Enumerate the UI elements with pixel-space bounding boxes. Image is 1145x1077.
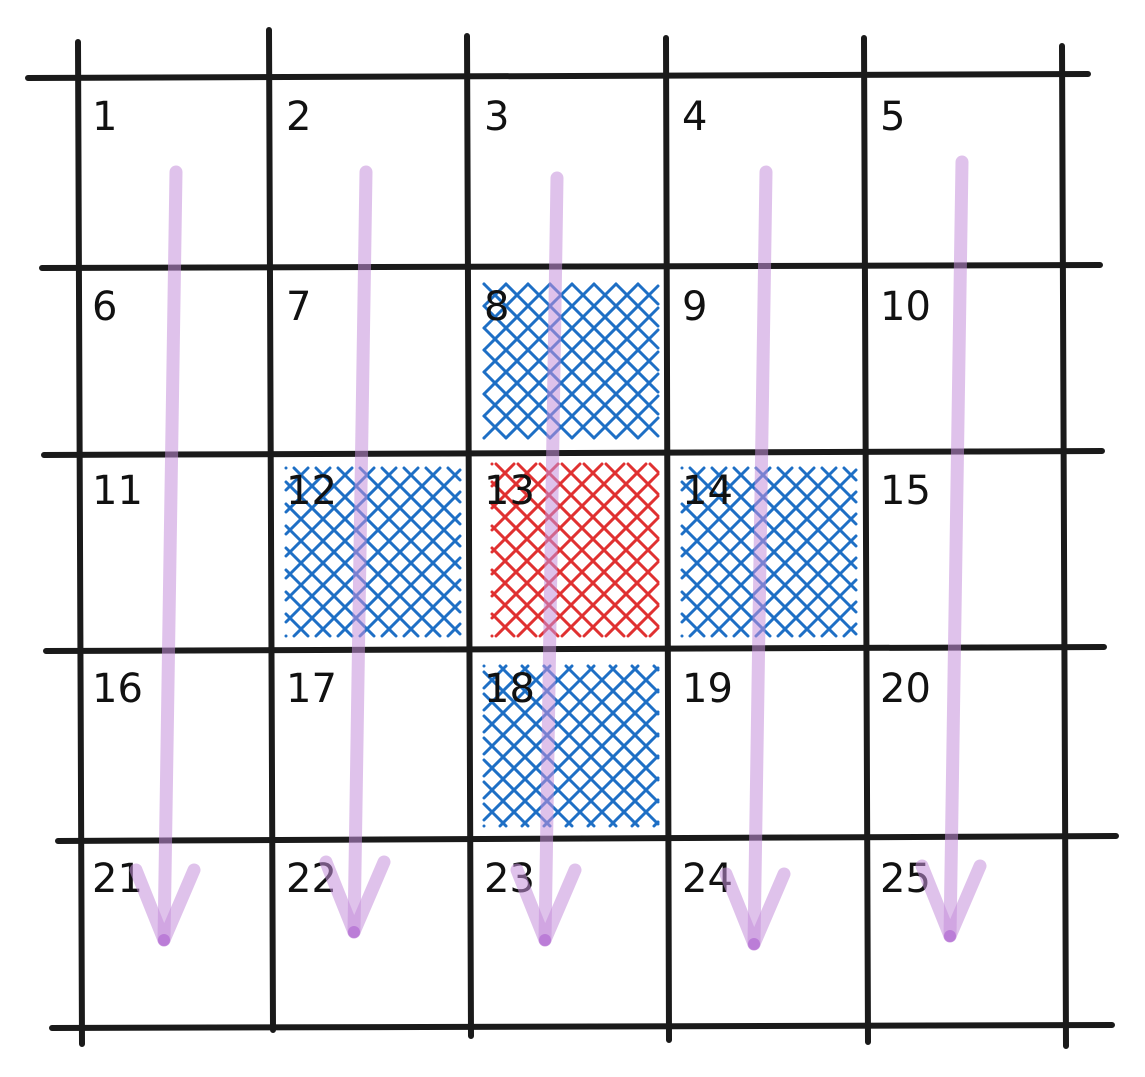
- cell-label-4: 4: [682, 94, 707, 140]
- hatched-cell-12: [284, 466, 462, 638]
- grid-row-line-3: [43, 644, 1107, 654]
- cell-label-5: 5: [880, 94, 905, 140]
- cell-label-9: 9: [682, 284, 707, 330]
- cell-label-16: 16: [92, 666, 143, 712]
- grid-col-line-5: [1059, 43, 1069, 1049]
- cell-label-6: 6: [92, 284, 117, 330]
- grid-lines: [25, 27, 1119, 1049]
- grid-row-line-5: [49, 1022, 1115, 1031]
- cell-label-12: 12: [286, 468, 337, 514]
- cell-label-8: 8: [484, 284, 509, 330]
- cell-label-11: 11: [92, 468, 143, 514]
- down-arrow-1: [129, 165, 201, 947]
- cell-label-1: 1: [92, 94, 117, 140]
- column-arrows: [129, 155, 987, 951]
- grid-row-line-1: [39, 262, 1103, 271]
- cell-label-20: 20: [880, 666, 931, 712]
- hatched-cell-13: [490, 462, 660, 638]
- down-arrow-3: [510, 171, 582, 947]
- cell-label-14: 14: [682, 468, 733, 514]
- down-arrow-4: [719, 165, 791, 951]
- hatched-cell-18: [482, 664, 660, 828]
- cell-label-7: 7: [286, 284, 311, 330]
- cell-label-2: 2: [286, 94, 311, 140]
- cell-label-3: 3: [484, 94, 509, 140]
- grid-col-line-0: [75, 39, 85, 1047]
- grid-row-line-2: [41, 448, 1105, 458]
- grid-col-line-4: [861, 35, 871, 1045]
- down-arrow-5: [915, 155, 987, 943]
- cell-label-19: 19: [682, 666, 733, 712]
- cell-label-13: 13: [484, 468, 535, 514]
- cell-label-10: 10: [880, 284, 931, 330]
- grid-col-line-1: [266, 27, 276, 1033]
- cell-label-17: 17: [286, 666, 337, 712]
- grid-col-line-3: [663, 35, 672, 1043]
- cell-label-18: 18: [484, 666, 535, 712]
- grid-col-line-2: [464, 33, 474, 1039]
- hatched-cell-8: [482, 282, 660, 440]
- hatch-layer: [284, 282, 858, 828]
- grid-row-line-0: [25, 71, 1091, 81]
- cell-label-15: 15: [880, 468, 931, 514]
- down-arrow-2: [319, 165, 391, 939]
- grid-row-line-4: [55, 833, 1119, 844]
